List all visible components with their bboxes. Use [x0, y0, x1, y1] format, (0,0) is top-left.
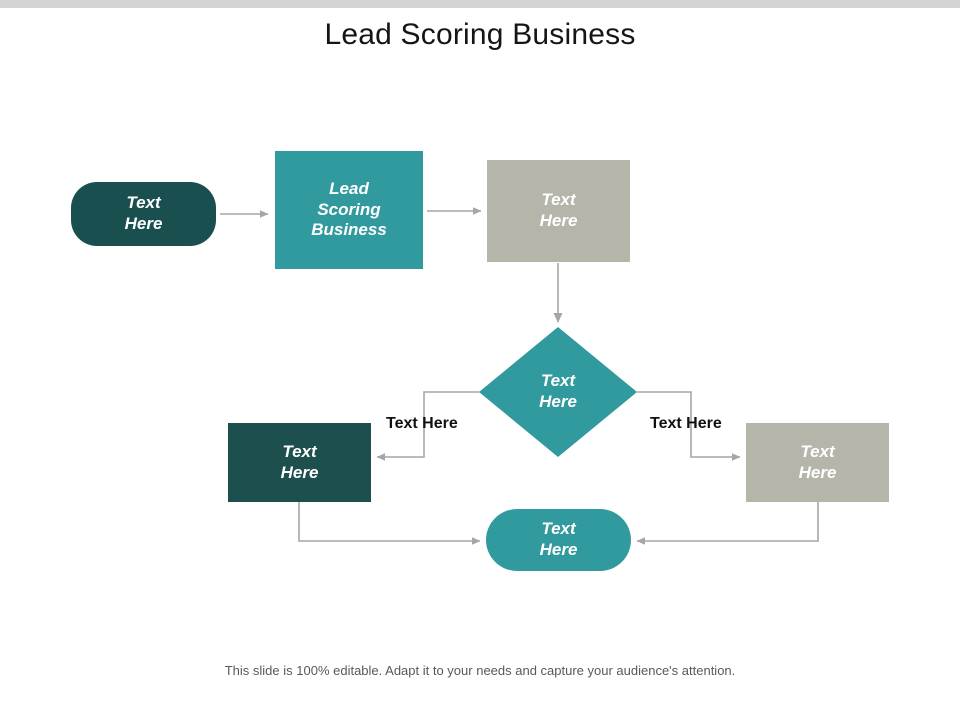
edge-label-right: Text Here: [650, 415, 722, 432]
edge-label-left: Text Here: [386, 415, 458, 432]
top-accent-band: [0, 0, 960, 8]
connector-decision-to-bottomright: [637, 391, 741, 461]
node-decision-diamond[interactable]: Text Here: [479, 327, 637, 457]
node-lead-scoring[interactable]: Lead Scoring Business: [275, 151, 423, 269]
connector-bottomright-to-bottomcenter: [636, 502, 819, 545]
footer-note: This slide is 100% editable. Adapt it to…: [224, 663, 736, 678]
node-decision-label: Text Here: [539, 371, 577, 411]
connector-decision-to-bottomleft: [376, 391, 479, 461]
node-bottom-left[interactable]: Text Here: [228, 423, 371, 502]
node-bottom-center[interactable]: Text Here: [486, 509, 631, 571]
node-bottom-right[interactable]: Text Here: [746, 423, 889, 502]
connector-bottomleft-to-bottomcenter: [298, 502, 481, 545]
page-title: Lead Scoring Business: [324, 18, 636, 51]
node-top-right[interactable]: Text Here: [487, 160, 630, 262]
node-start[interactable]: Text Here: [71, 182, 216, 246]
